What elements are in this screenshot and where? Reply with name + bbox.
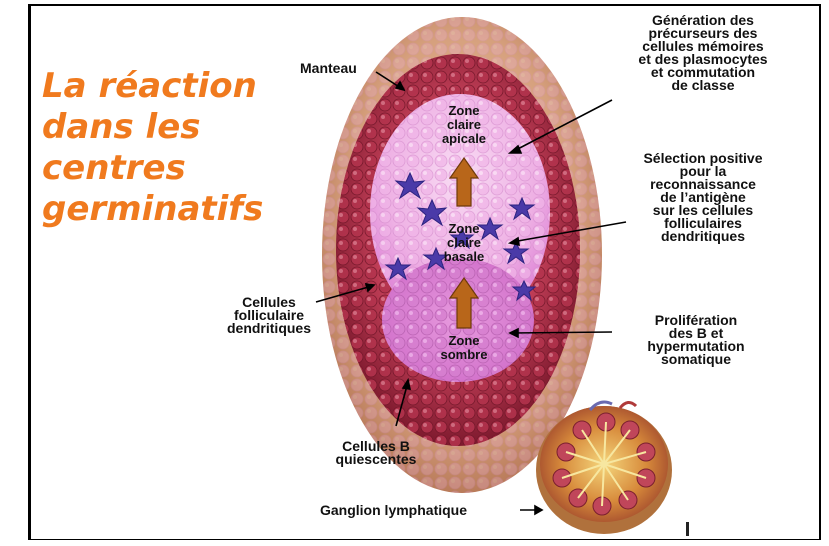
zone-basale-line-1: Zone	[434, 222, 494, 236]
title-line-4: germinatifs	[42, 189, 292, 230]
zone-claire-basale: Zone claire basale	[434, 222, 494, 264]
title-line-2: dans les	[42, 107, 292, 148]
cellules-b-line-2: quiescentes	[326, 453, 426, 466]
proliferation-line-4: somatique	[616, 353, 776, 366]
label-cellules-b: Cellules B quiescentes	[326, 440, 426, 466]
zone-claire-apicale: Zone claire apicale	[434, 104, 494, 146]
zone-apicale-line-3: apicale	[434, 132, 494, 146]
zone-apicale-line-1: Zone	[434, 104, 494, 118]
zone-sombre: Zone sombre	[434, 334, 494, 362]
zone-basale-line-2: claire	[434, 236, 494, 250]
label-selection: Sélection positive pour la reconnaissanc…	[620, 152, 786, 243]
label-proliferation: Prolifération des B et hypermutation som…	[616, 314, 776, 366]
cellules-fd-line-3: dendritiques	[214, 322, 324, 335]
label-generation: Génération des précurseurs des cellules …	[618, 14, 788, 92]
zone-sombre-line-1: Zone	[434, 334, 494, 348]
zone-apicale-line-2: claire	[434, 118, 494, 132]
label-ganglion: Ganglion lymphatique	[320, 504, 467, 517]
zone-sombre-line-2: sombre	[434, 348, 494, 362]
label-cellules-fd: Cellules folliculaire dendritiques	[214, 296, 324, 335]
scale-mark	[686, 522, 689, 536]
generation-line-6: de classe	[618, 79, 788, 92]
slide-title: La réaction dans les centres germinatifs	[42, 66, 292, 230]
title-line-3: centres	[42, 148, 292, 189]
selection-line-7: dendritiques	[620, 230, 786, 243]
zone-basale-line-3: basale	[434, 250, 494, 264]
label-manteau: Manteau	[300, 62, 357, 75]
title-line-1: La réaction	[42, 66, 292, 107]
